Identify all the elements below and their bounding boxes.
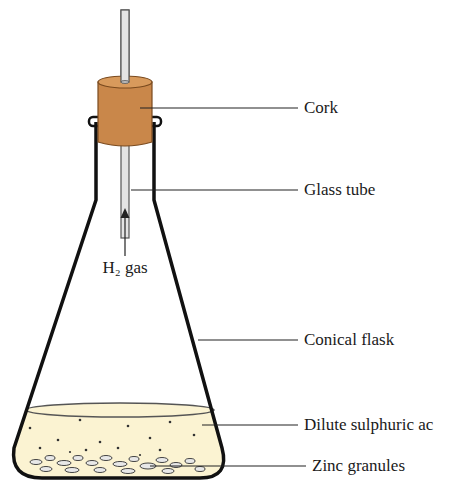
conical-flask bbox=[14, 122, 224, 478]
gas-arrowhead bbox=[121, 208, 130, 218]
liquid-surface bbox=[26, 403, 214, 417]
gas-label: H₂ gas bbox=[102, 259, 147, 278]
part-label: Cork bbox=[304, 99, 338, 118]
zinc-granules bbox=[30, 456, 205, 474]
part-label: Dilute sulphuric ac bbox=[304, 416, 433, 435]
part-label: Glass tube bbox=[304, 181, 375, 200]
part-label: Conical flask bbox=[304, 331, 394, 350]
leader-lines bbox=[125, 108, 306, 466]
gas-bubbles bbox=[29, 419, 196, 456]
part-label: Zinc granules bbox=[312, 457, 405, 476]
cork bbox=[98, 10, 152, 146]
